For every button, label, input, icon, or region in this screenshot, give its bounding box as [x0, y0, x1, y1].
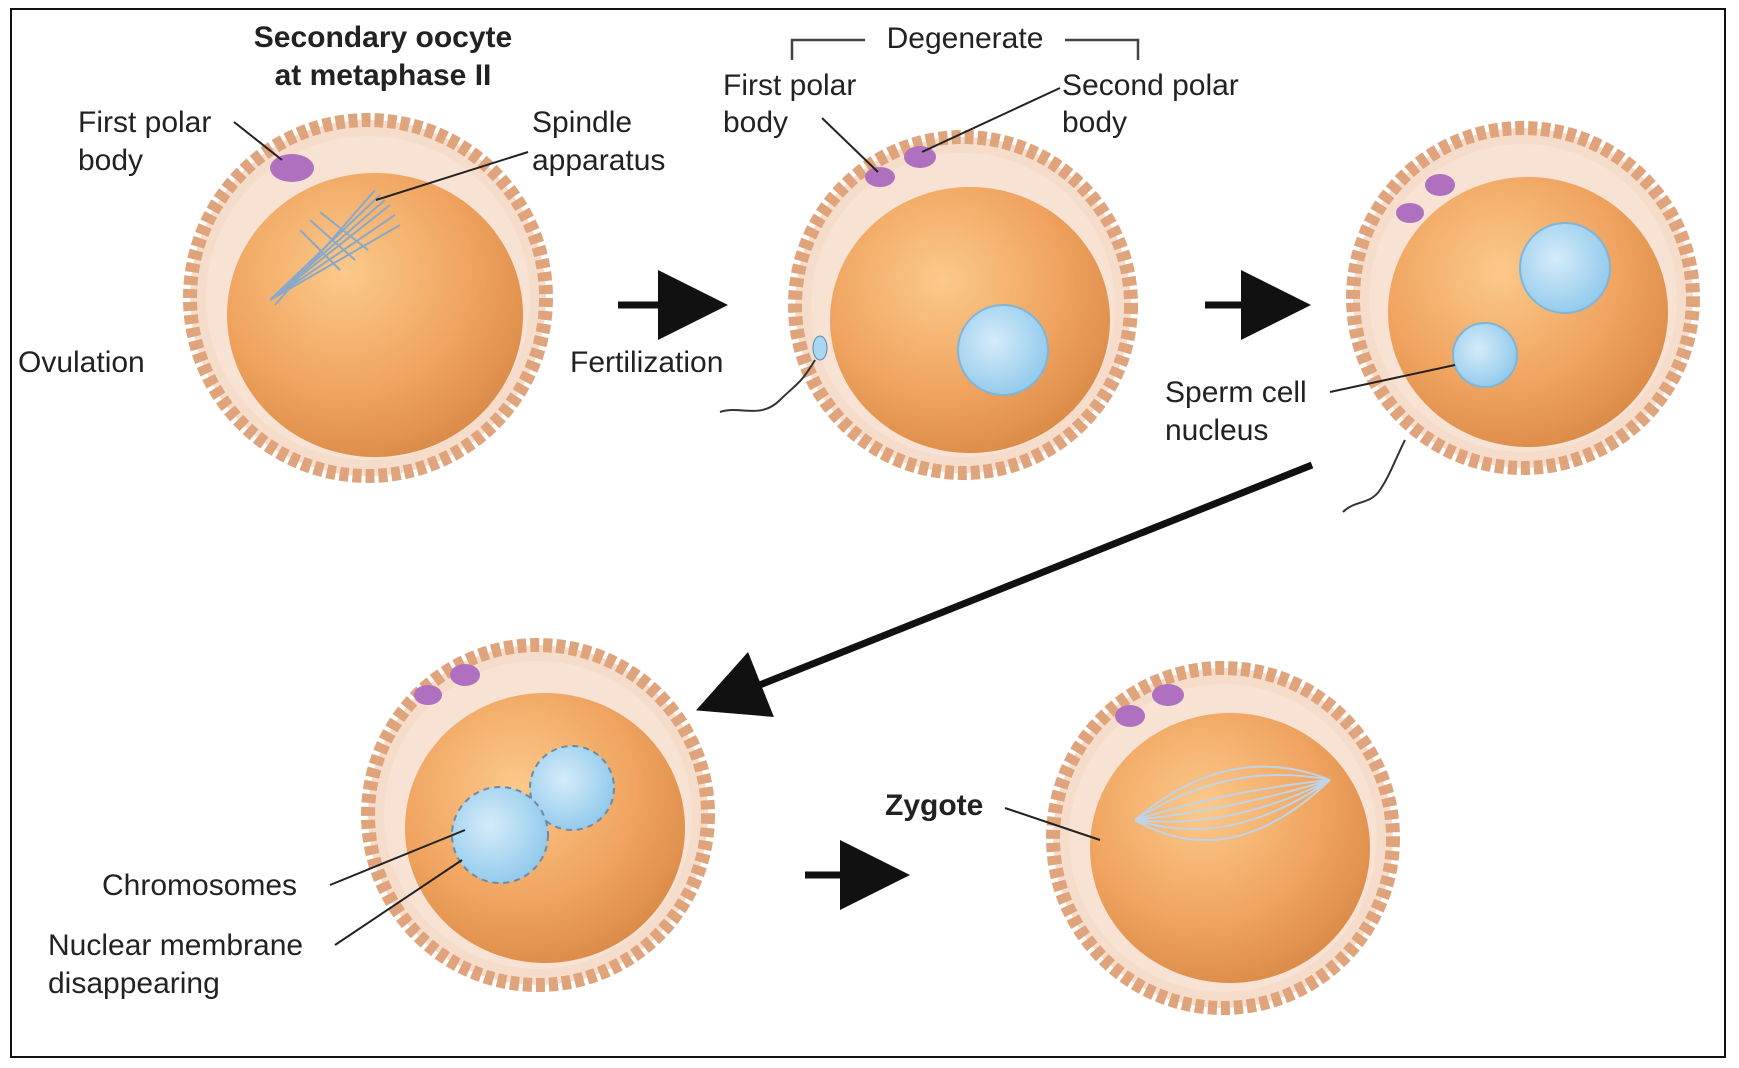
sperm-tail: [1343, 440, 1405, 512]
oocyte-sperm-entry: [1343, 128, 1693, 512]
sperm-nucleus-label-1: Sperm cell: [1165, 376, 1307, 409]
ovulation-label: Ovulation: [18, 346, 145, 379]
first-polar-body-label-2: body: [723, 106, 788, 139]
second-polar-body: [1425, 174, 1455, 196]
zygote-cell: [1053, 668, 1393, 1008]
membrane-label-2: disappearing: [48, 967, 220, 1000]
leader-line: [822, 118, 878, 172]
zygote-label: Zygote: [885, 789, 983, 822]
oocyte-metaphase-ii: [190, 120, 546, 476]
second-polar-body-label-2: body: [1062, 106, 1127, 139]
chromosomes-label: Chromosomes: [102, 869, 297, 902]
spindle-label-2: apparatus: [532, 144, 665, 177]
oocyte-nucleus: [958, 305, 1048, 395]
first-polar-body: [414, 685, 442, 705]
oocyte-fertilization: [720, 137, 1131, 473]
sperm-head: [813, 336, 827, 360]
first-polar-body: [270, 154, 314, 182]
degenerate-label: Degenerate: [887, 22, 1044, 55]
fertilization-label: Fertilization: [570, 346, 723, 379]
spindle-label-1: Spindle: [532, 106, 632, 139]
degenerate-bracket: [792, 40, 865, 60]
sperm-nucleus-label-2: nucleus: [1165, 414, 1268, 447]
second-polar-body: [904, 146, 936, 168]
oocyte-title-line1: Secondary oocyte: [254, 21, 512, 54]
first-polar-body: [865, 167, 895, 187]
oocyte-membrane-breakdown: [368, 645, 708, 985]
second-polar-body: [1152, 684, 1184, 706]
oocyte-title-line2: at metaphase II: [275, 59, 492, 92]
pronucleus: [452, 787, 548, 883]
first-polar-body: [1396, 203, 1424, 223]
membrane-label-1: Nuclear membrane: [48, 929, 303, 962]
sperm-nucleus: [1453, 323, 1517, 387]
second-polar-body-label-1: Second polar: [1062, 69, 1239, 102]
degenerate-bracket: [1065, 40, 1138, 60]
sperm-tail: [720, 360, 815, 412]
first-polar-body-label-1: First polar: [78, 106, 211, 139]
oocyte-nucleus: [1520, 223, 1610, 313]
first-polar-body: [1115, 705, 1145, 727]
first-polar-body-label-2: body: [78, 144, 143, 177]
first-polar-body-label-1: First polar: [723, 69, 856, 102]
second-polar-body: [450, 664, 480, 686]
